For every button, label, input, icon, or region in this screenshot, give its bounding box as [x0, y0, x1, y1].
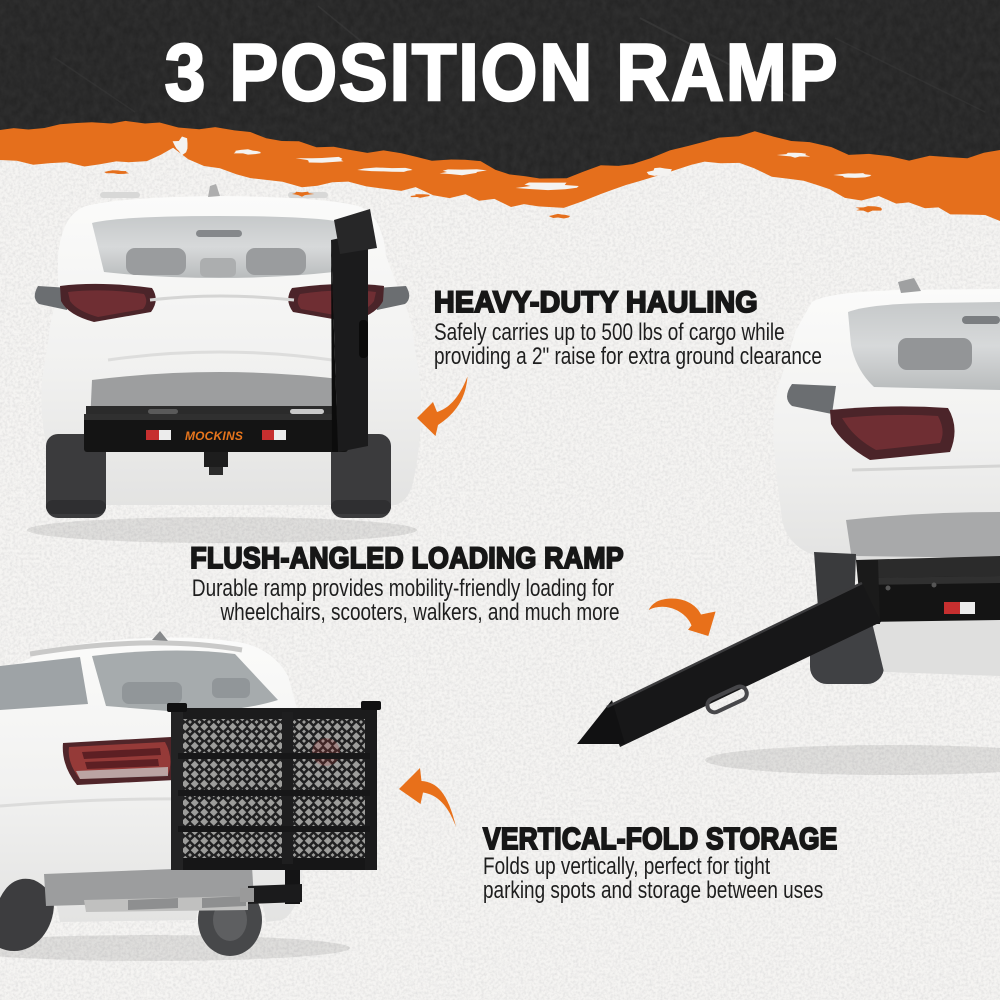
svg-text:FLUSH-ANGLED LOADING RAMP: FLUSH-ANGLED LOADING RAMP	[190, 542, 624, 576]
svg-text:3 POSITION RAMP: 3 POSITION RAMP	[165, 28, 840, 118]
svg-text:MOCKINS: MOCKINS	[185, 429, 243, 443]
svg-text:Safely carries up to 500 lbs o: Safely carries up to 500 lbs of cargo wh…	[434, 318, 785, 346]
svg-text:providing a 2" raise for extra: providing a 2" raise for extra ground cl…	[434, 342, 822, 370]
svg-text:Folds up vertically, perfect f: Folds up vertically, perfect for tight	[483, 852, 770, 880]
svg-text:wheelchairs, scooters, walkers: wheelchairs, scooters, walkers, and much…	[220, 598, 620, 626]
svg-text:parking spots and storage betw: parking spots and storage between uses	[483, 876, 823, 904]
svg-text:HEAVY-DUTY HAULING: HEAVY-DUTY HAULING	[434, 286, 758, 319]
svg-text:Durable ramp provides mobility: Durable ramp provides mobility-friendly …	[192, 574, 614, 602]
svg-text:VERTICAL-FOLD STORAGE: VERTICAL-FOLD STORAGE	[483, 822, 838, 856]
